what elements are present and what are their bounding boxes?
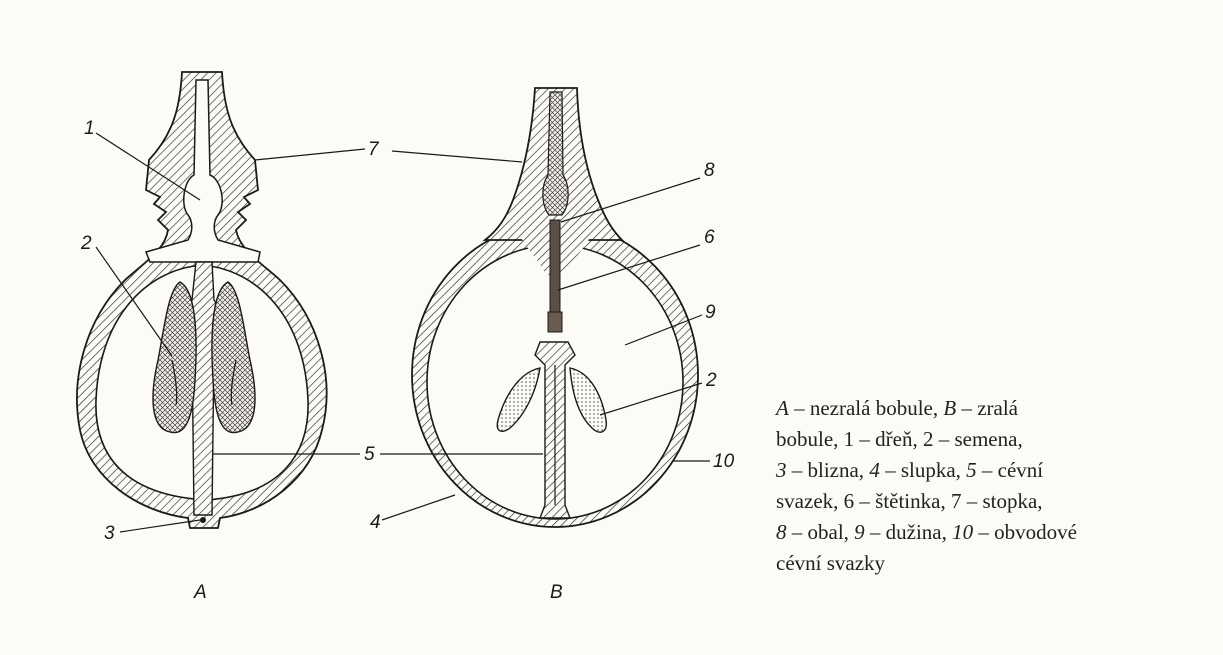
caption-key: 8 [776, 520, 787, 544]
caption-text: bobule, [776, 427, 844, 451]
caption-key: 5 [966, 458, 977, 482]
caption-text: – obvodové [973, 520, 1077, 544]
caption-text: 1 [844, 427, 855, 451]
caption-text: – štětinka, [854, 489, 951, 513]
caption-key: 4 [869, 458, 880, 482]
caption-line: 3 – blizna, 4 – slupka, 5 – cévní [776, 455, 1216, 486]
caption-text: cévní svazky [776, 551, 885, 575]
caption-key: 10 [952, 520, 973, 544]
caption-text: – slupka, [880, 458, 966, 482]
caption-text: 2 [923, 427, 934, 451]
caption-text: 7 [951, 489, 962, 513]
panel-b-label-10: 10 [713, 451, 735, 472]
panel-b-leader-7 [392, 151, 522, 162]
panel-b-brush-tip [548, 312, 562, 332]
caption-key: 9 [854, 520, 865, 544]
caption-text: – blizna, [787, 458, 870, 482]
panel-b-label-4: 4 [370, 512, 381, 533]
caption-line: svazek, 6 – štětinka, 7 – stopka, [776, 486, 1216, 517]
panel-b-label-8: 8 [704, 160, 715, 181]
caption-text: – stopka, [961, 489, 1042, 513]
panel-a-diagram: 1 7 2 5 3 A [77, 72, 380, 603]
caption-text: – obal, [787, 520, 855, 544]
caption-key: 3 [776, 458, 787, 482]
caption-text: – zralá [956, 396, 1018, 420]
caption-text: – nezralá bobule, [789, 396, 944, 420]
panel-b-label-6: 6 [704, 227, 715, 248]
panel-b-leader-4 [382, 495, 455, 520]
caption-line: 8 – obal, 9 – dužina, 10 – obvodové [776, 517, 1216, 548]
caption-line: bobule, 1 – dřeň, 2 – semena, [776, 424, 1216, 455]
caption-key: B [943, 396, 956, 420]
panel-b-brush [550, 220, 560, 320]
panel-b-diagram: 8 6 9 2 10 4 B [370, 88, 735, 603]
panel-b-letter: B [550, 582, 563, 603]
caption-text: – semena, [933, 427, 1022, 451]
panel-a-leader-3 [120, 520, 200, 532]
panel-a-label-1: 1 [84, 118, 95, 139]
caption-text: – dužina, [865, 520, 952, 544]
panel-a-label-3: 3 [104, 523, 115, 544]
panel-b-label-2: 2 [705, 370, 717, 391]
panel-a-label-2: 2 [80, 233, 92, 254]
panel-b-label-9: 9 [705, 302, 716, 323]
caption-text: svazek, [776, 489, 844, 513]
caption-text: 6 [844, 489, 855, 513]
panel-a-stigma-dot [200, 517, 206, 523]
caption-line: cévní svazky [776, 548, 1216, 579]
caption-text: – cévní [977, 458, 1043, 482]
caption-key: A [776, 396, 789, 420]
caption-text: – dřeň, [854, 427, 923, 451]
panel-a-label-7: 7 [368, 139, 380, 160]
panel-a-letter: A [193, 582, 207, 603]
caption-line: A – nezralá bobule, B – zralá [776, 393, 1216, 424]
panel-a-leader-7 [255, 149, 365, 160]
panel-a-label-5: 5 [364, 444, 375, 465]
